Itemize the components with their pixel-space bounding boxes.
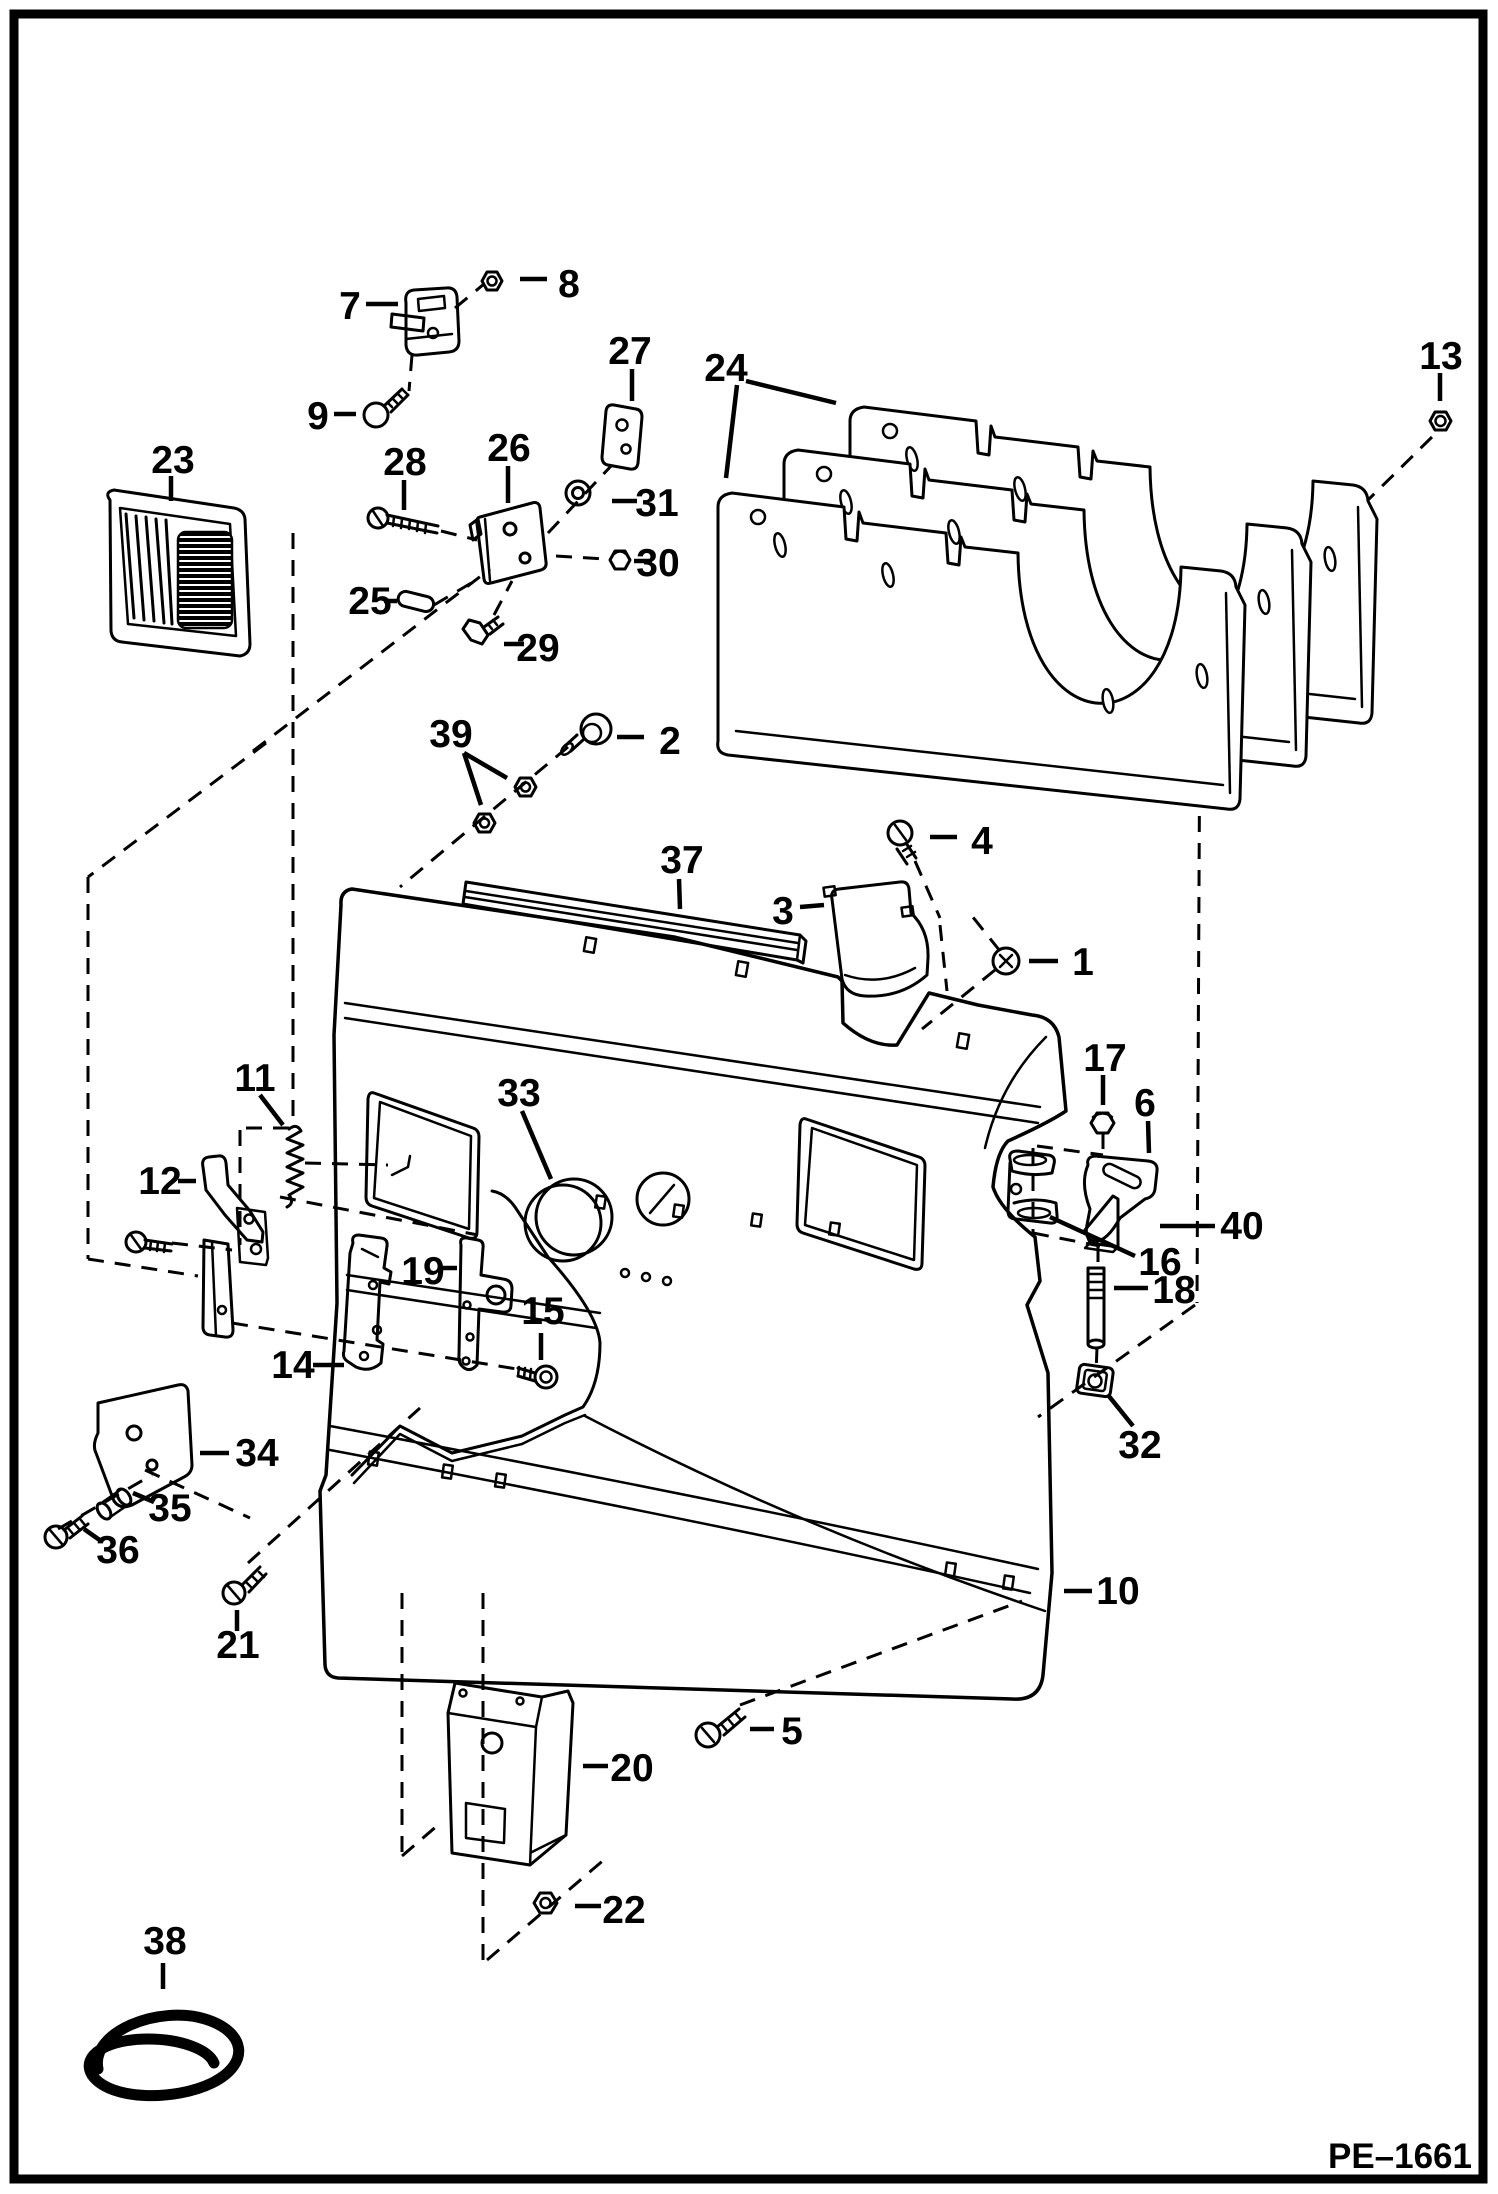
part-11-spring xyxy=(285,1124,305,1209)
part-label-9: 9 xyxy=(307,395,329,438)
part-24-heat-shields xyxy=(716,405,1379,811)
part-label-16: 16 xyxy=(1138,1241,1181,1284)
part-label-22: 22 xyxy=(602,1889,645,1932)
part-32-clip-nut xyxy=(1075,1362,1115,1399)
part-label-29: 29 xyxy=(516,627,559,670)
page-border xyxy=(9,9,1488,2184)
part-27-plate xyxy=(600,403,644,471)
part-23-grille-pad xyxy=(106,488,252,658)
part-label-13: 13 xyxy=(1419,335,1462,378)
part-36-screw xyxy=(43,1514,90,1550)
part-13-nut xyxy=(1428,410,1453,432)
part-label-12: 12 xyxy=(138,1160,181,1203)
part-35-spacer xyxy=(95,1487,133,1521)
part-label-10: 10 xyxy=(1096,1570,1139,1613)
part-label-35: 35 xyxy=(148,1487,191,1530)
part-12-latch-lever xyxy=(201,1154,270,1339)
leader-lines xyxy=(82,276,1443,1989)
part-label-4: 4 xyxy=(971,820,993,863)
part-18-stud xyxy=(1086,1266,1106,1350)
part-labels: 1234567891011121314151617181920212223242… xyxy=(96,263,1462,1963)
part-5-screw xyxy=(694,1707,747,1749)
part-label-1: 1 xyxy=(1072,941,1094,984)
drawing-number: PE–1661 xyxy=(1328,2137,1472,2176)
part-label-24: 24 xyxy=(704,347,748,390)
part-29-screw xyxy=(461,615,505,646)
part-22-nut xyxy=(532,1891,559,1915)
part-14-bracket xyxy=(341,1233,393,1371)
part-label-32: 32 xyxy=(1118,1424,1161,1467)
part-label-31: 31 xyxy=(635,482,678,525)
part-6-handle xyxy=(1083,1154,1159,1243)
part-label-17: 17 xyxy=(1083,1037,1126,1080)
part-label-28: 28 xyxy=(383,441,426,484)
part-39-nuts xyxy=(472,776,538,834)
part-4-screw xyxy=(886,819,918,866)
part-30-nut xyxy=(608,549,632,571)
part-9-screw xyxy=(362,387,410,429)
part-label-19: 19 xyxy=(401,1250,444,1293)
part-37-strip xyxy=(461,880,808,965)
part-label-14: 14 xyxy=(271,1344,315,1387)
part-label-36: 36 xyxy=(96,1529,139,1572)
part-label-5: 5 xyxy=(781,1710,803,1753)
part-3-cover xyxy=(822,880,930,998)
part-label-11: 11 xyxy=(234,1057,275,1100)
part-16-bracket xyxy=(1006,1149,1059,1225)
screw-for-latch-12 xyxy=(124,1230,174,1254)
part-label-3: 3 xyxy=(772,890,794,933)
part-15-screw xyxy=(516,1364,559,1390)
part-28-screw xyxy=(366,506,440,535)
part-label-27: 27 xyxy=(608,330,651,373)
part-7-latch xyxy=(389,286,461,357)
part-26-bracket xyxy=(468,501,548,585)
part-label-38: 38 xyxy=(143,1920,186,1963)
part-label-21: 21 xyxy=(216,1624,259,1667)
part-25-pin xyxy=(396,589,436,614)
part-19-bracket xyxy=(457,1236,514,1372)
part-label-26: 26 xyxy=(487,427,530,470)
part-label-7: 7 xyxy=(339,285,361,328)
part-17-nut xyxy=(1089,1111,1116,1135)
part-34-plate xyxy=(92,1383,194,1509)
part-label-23: 23 xyxy=(151,439,194,482)
part-2-bumper xyxy=(560,712,613,756)
part-label-39: 39 xyxy=(429,713,472,756)
part-label-34: 34 xyxy=(235,1432,279,1475)
part-8-nut xyxy=(480,270,504,292)
part-label-30: 30 xyxy=(636,542,679,585)
part-label-20: 20 xyxy=(610,1747,653,1790)
part-21-screw xyxy=(221,1565,268,1606)
part-label-18: 18 xyxy=(1152,1269,1195,1312)
part-label-33: 33 xyxy=(497,1072,540,1115)
part-40-bracket xyxy=(1083,1194,1120,1254)
part-label-2: 2 xyxy=(659,720,681,763)
part-label-37: 37 xyxy=(660,839,703,882)
part-20-box-bracket xyxy=(446,1681,575,1867)
part-label-25: 25 xyxy=(348,580,391,623)
part-31-washer xyxy=(564,479,592,507)
heat-shield-front xyxy=(716,491,1247,811)
part-38-coiled-hose xyxy=(83,2009,245,2102)
part-label-40: 40 xyxy=(1220,1205,1263,1248)
part-label-8: 8 xyxy=(558,263,580,306)
part-1-fastener xyxy=(991,946,1021,976)
part-10-rear-door-panel xyxy=(318,887,1068,1701)
part-label-15: 15 xyxy=(521,1290,564,1333)
part-label-6: 6 xyxy=(1134,1082,1156,1125)
